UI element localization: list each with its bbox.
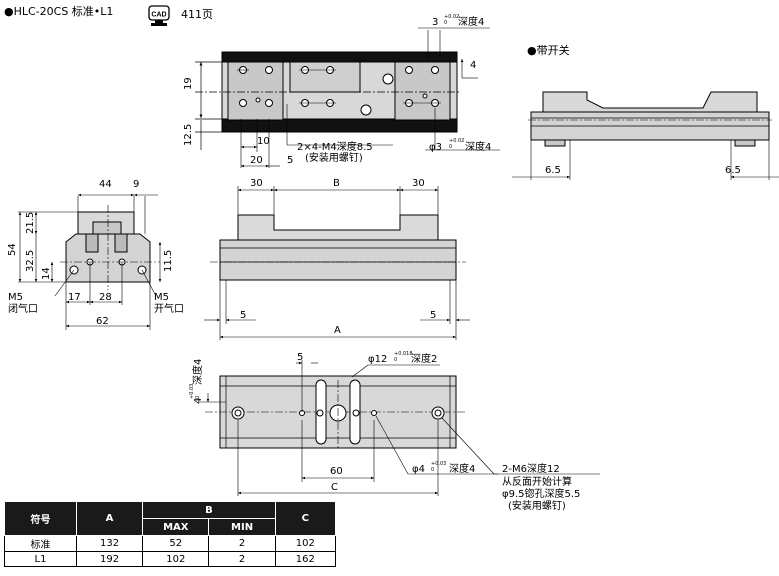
- left-hole-size: 4: [193, 397, 204, 404]
- phi4-label: φ4: [412, 464, 425, 475]
- dim-slot-width: 3: [432, 17, 439, 28]
- dim-5-right: 5: [430, 310, 437, 321]
- bottom-view: [200, 360, 600, 496]
- phi3-depth: 深度4: [465, 142, 492, 153]
- dim-4: 4: [470, 60, 477, 71]
- row-b-max: 52: [142, 535, 210, 552]
- col-b: B: [142, 501, 276, 519]
- dim-28: 28: [99, 292, 112, 303]
- row-a: 192: [75, 551, 144, 567]
- dim-21-5: 21.5: [25, 211, 36, 234]
- page-title: ●HLC-20CS 标准•L1: [4, 5, 114, 18]
- mount-note-1: 2-M6深度12: [502, 464, 560, 475]
- dim-5-bottom: 5: [297, 352, 304, 363]
- dim-20: 20: [250, 155, 263, 166]
- col-c: C: [274, 501, 337, 536]
- hole-note: 2×4-M4深度8.5: [297, 142, 373, 153]
- phi12-tolerance: +0.018 0: [394, 351, 413, 363]
- port-open-label: 开气口: [154, 304, 184, 315]
- mount-note-3: φ9.5锪孔深度5.5: [502, 489, 581, 500]
- col-b-max: MAX: [142, 518, 210, 536]
- cad-icon[interactable]: CAD: [148, 5, 170, 27]
- dim-11-5: 11.5: [163, 249, 174, 272]
- phi3-label: φ3: [429, 142, 442, 153]
- dim-30-right: 30: [412, 178, 425, 189]
- dim-b: B: [333, 178, 340, 189]
- port-close-label: 闭气口: [8, 304, 38, 315]
- switch-label: ●带开关: [527, 44, 570, 57]
- row-c: 102: [274, 535, 337, 552]
- table-row: L1 192 102 2 162: [4, 551, 337, 567]
- dim-30-left: 30: [250, 178, 263, 189]
- dim-5-left: 5: [240, 310, 247, 321]
- col-a: A: [75, 501, 144, 536]
- cad-label: CAD: [151, 12, 166, 19]
- end-view: [18, 193, 162, 330]
- phi12-label: φ12: [368, 354, 388, 365]
- mount-note-4: (安装用螺钉): [508, 501, 566, 512]
- col-symbol: 符号: [4, 501, 77, 536]
- row-name: 标准: [4, 535, 77, 552]
- row-b-min: 2: [208, 551, 276, 567]
- row-a: 132: [75, 535, 144, 552]
- dim-19: 19: [183, 77, 194, 90]
- dim-62: 62: [96, 316, 109, 327]
- dim-12-5: 12.5: [183, 123, 194, 146]
- phi4-tolerance: +0.03 0: [431, 461, 447, 473]
- dim-44: 44: [99, 179, 112, 190]
- dim-14: 14: [41, 267, 52, 280]
- dim-5-top: 5: [287, 155, 294, 166]
- dim-a: A: [334, 325, 341, 336]
- switch-view: [512, 91, 779, 180]
- dim-6-5-right: 6.5: [725, 165, 741, 176]
- top-rail-upper: [221, 51, 458, 63]
- side-view: [204, 186, 470, 340]
- dim-10: 10: [257, 136, 270, 147]
- port-open-size: M5: [154, 292, 169, 303]
- dimension-table: 符号 A B C MAX MIN 标准 132 52 2 102 L1 192 …: [4, 501, 337, 567]
- dim-slot-depth: 深度4: [458, 17, 485, 28]
- table-row: 标准 132 52 2 102: [4, 535, 337, 552]
- top-rail-lower: [221, 118, 458, 133]
- phi12-depth: 深度2: [411, 354, 438, 365]
- dim-17: 17: [68, 292, 81, 303]
- col-b-min: MIN: [208, 518, 276, 536]
- dim-32-5: 32.5: [25, 249, 36, 272]
- row-b-max: 102: [142, 551, 210, 567]
- row-name: L1: [4, 551, 77, 567]
- row-b-min: 2: [208, 535, 276, 552]
- top-view: [195, 27, 500, 168]
- port-close-size: M5: [8, 292, 23, 303]
- row-c: 162: [274, 551, 337, 567]
- dim-6-5-left: 6.5: [545, 165, 561, 176]
- mount-note-2: 从反面开始计算: [502, 477, 572, 488]
- left-hole-depth: 深度4: [193, 358, 204, 385]
- phi4-depth: 深度4: [449, 464, 476, 475]
- dim-54: 54: [7, 243, 18, 256]
- phi3-tolerance: +0.02 0: [449, 138, 465, 150]
- dim-c: C: [331, 482, 338, 493]
- dim-9: 9: [133, 179, 140, 190]
- dim-slot-tolerance: +0.02 0: [444, 14, 460, 26]
- hole-note-sub: (安装用螺钉): [305, 153, 363, 164]
- page-reference: 411页: [181, 8, 213, 21]
- dim-60: 60: [330, 466, 343, 477]
